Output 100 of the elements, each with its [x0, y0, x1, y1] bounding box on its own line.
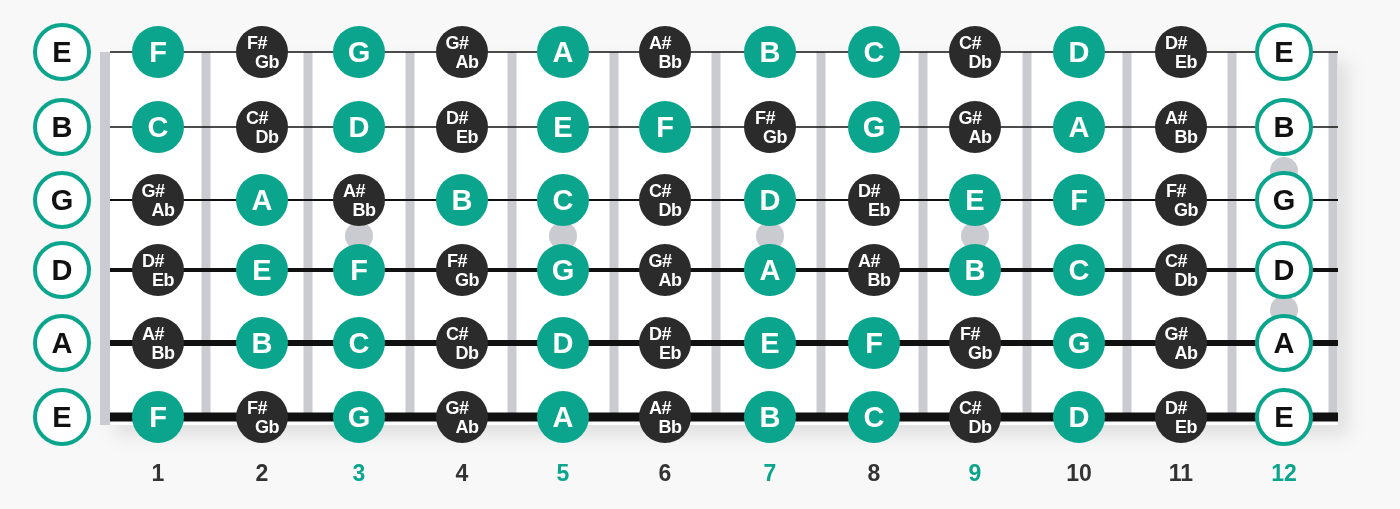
note-name: B — [251, 328, 273, 358]
note-name: C — [348, 328, 370, 358]
sharp-name: C# — [649, 182, 671, 200]
natural-note — [333, 391, 385, 443]
fret-number: 4 — [455, 462, 469, 485]
note-name: D — [1273, 255, 1295, 285]
note-name: E — [965, 185, 985, 215]
note-name: G — [347, 402, 371, 432]
flat-name: Gb — [255, 418, 279, 436]
sharp-flat-note — [1155, 391, 1207, 443]
flat-name: Bb — [658, 53, 682, 71]
fret-number: 6 — [658, 462, 672, 485]
flat-name: Eb — [659, 344, 681, 362]
flat-name: Gb — [1174, 201, 1198, 219]
open-string-note — [33, 314, 91, 372]
fret-number: 7 — [763, 462, 777, 485]
sharp-name: G# — [445, 399, 469, 417]
open-string-note — [33, 388, 91, 446]
fret-number: 2 — [255, 462, 269, 485]
note-name: C — [552, 185, 574, 215]
note-name: D — [552, 328, 574, 358]
flat-name: Gb — [455, 271, 479, 289]
note-name: C — [1068, 255, 1090, 285]
flat-name: Eb — [456, 128, 478, 146]
flat-name: Db — [968, 418, 992, 436]
flat-name: Ab — [455, 418, 479, 436]
natural-note — [1053, 391, 1105, 443]
sharp-flat-note — [236, 391, 288, 443]
sharp-name: F# — [1166, 182, 1186, 200]
flat-name: Eb — [152, 271, 174, 289]
note-name: C — [863, 37, 885, 67]
flat-name: Db — [455, 344, 479, 362]
note-name: B — [1273, 112, 1295, 142]
note-name: D — [1068, 37, 1090, 67]
note-name: A — [1273, 328, 1295, 358]
natural-note — [744, 26, 796, 78]
note-name: A — [552, 37, 574, 67]
sharp-name: C# — [959, 34, 981, 52]
flat-name: Gb — [255, 53, 279, 71]
note-name: E — [1274, 37, 1294, 67]
note-name: B — [451, 185, 473, 215]
natural-note — [537, 26, 589, 78]
note-name: C — [147, 112, 169, 142]
sharp-name: D# — [649, 325, 671, 343]
flat-name: Eb — [868, 201, 890, 219]
note-name: F — [1070, 185, 1088, 215]
flat-name: Db — [255, 128, 279, 146]
flat-name: Gb — [763, 128, 787, 146]
open-string-note — [33, 171, 91, 229]
fret-number: 1 — [151, 462, 165, 485]
note-name: D — [1068, 402, 1090, 432]
natural-note — [132, 391, 184, 443]
sharp-name: G# — [445, 34, 469, 52]
flat-name: Bb — [1174, 128, 1198, 146]
sharp-name: A# — [649, 399, 671, 417]
note-name: B — [51, 112, 73, 142]
natural-note — [1053, 26, 1105, 78]
natural-note — [848, 391, 900, 443]
sharp-name: G# — [141, 182, 165, 200]
sharp-name: F# — [960, 325, 980, 343]
note-name: G — [347, 37, 371, 67]
sharp-flat-note — [639, 26, 691, 78]
sharp-flat-note — [949, 391, 1001, 443]
flat-name: Ab — [968, 128, 992, 146]
sharp-name: A# — [858, 252, 880, 270]
sharp-name: G# — [648, 252, 672, 270]
note-name: E — [52, 402, 72, 432]
fret-number: 3 — [352, 462, 366, 485]
natural-note — [848, 26, 900, 78]
note-name: G — [50, 185, 74, 215]
fret-number: 9 — [968, 462, 982, 485]
flat-name: Bb — [658, 418, 682, 436]
open-string-note — [33, 241, 91, 299]
sharp-name: A# — [649, 34, 671, 52]
sharp-name: C# — [446, 325, 468, 343]
sharp-name: D# — [1165, 34, 1187, 52]
natural-note — [333, 26, 385, 78]
sharp-name: D# — [446, 109, 468, 127]
note-name: A — [251, 185, 273, 215]
note-name: G — [862, 112, 886, 142]
note-name: B — [759, 37, 781, 67]
sharp-name: A# — [343, 182, 365, 200]
sharp-flat-note — [949, 26, 1001, 78]
fret-number: 11 — [1168, 462, 1194, 485]
flat-name: Ab — [455, 53, 479, 71]
note-name: F — [865, 328, 883, 358]
fret-number: 5 — [556, 462, 570, 485]
sharp-name: A# — [1165, 109, 1187, 127]
note-name: E — [553, 112, 573, 142]
flat-name: Ab — [151, 201, 175, 219]
octave-note — [1255, 23, 1313, 81]
sharp-name: G# — [1164, 325, 1188, 343]
note-name: G — [1272, 185, 1296, 215]
sharp-flat-note — [436, 26, 488, 78]
note-name: A — [759, 255, 781, 285]
note-name: B — [759, 402, 781, 432]
sharp-flat-note — [436, 391, 488, 443]
flat-name: Db — [658, 201, 682, 219]
natural-note — [132, 26, 184, 78]
note-name: C — [863, 402, 885, 432]
